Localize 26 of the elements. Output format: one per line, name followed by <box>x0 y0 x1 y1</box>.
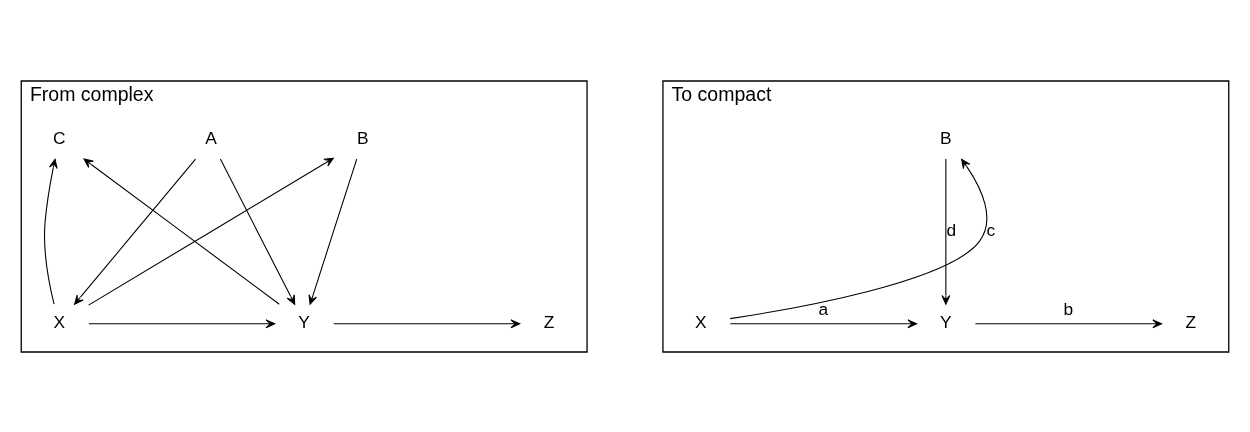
arrow <box>729 318 918 328</box>
node-text: X <box>53 311 65 332</box>
arrow <box>74 158 197 305</box>
arrow <box>333 318 521 328</box>
node-text: Y <box>298 311 310 332</box>
arrow <box>308 158 358 305</box>
node-text: C <box>52 127 66 148</box>
node-text: B <box>940 127 952 148</box>
node-text: A <box>205 127 217 148</box>
arrow <box>88 157 334 306</box>
edge-label: a <box>818 298 829 319</box>
edge-label: d <box>946 219 957 240</box>
arrow <box>729 158 988 319</box>
node-text: Z <box>543 311 555 332</box>
arrow <box>88 318 276 328</box>
node-text: Z <box>1185 311 1197 332</box>
arrow <box>44 158 58 305</box>
arrow <box>974 318 1163 328</box>
arrow <box>941 158 951 305</box>
node-text: B <box>356 127 369 148</box>
node-text: X <box>695 311 707 332</box>
edge-label: b <box>1063 298 1074 319</box>
node-text: Y <box>940 311 952 332</box>
arrow <box>83 158 280 305</box>
edge-label: c <box>986 219 996 240</box>
arrow <box>219 158 296 305</box>
